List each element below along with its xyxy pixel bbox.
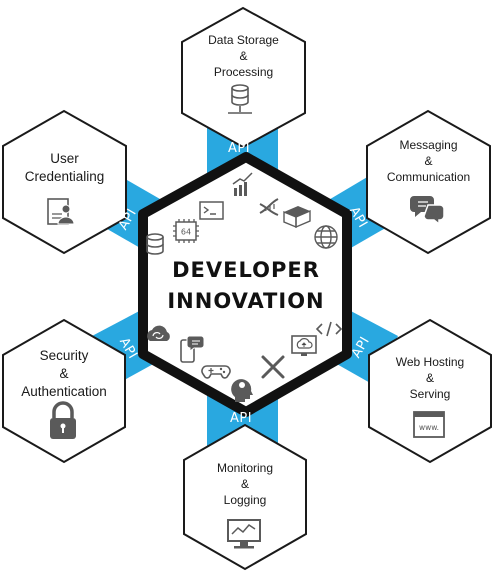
padlock-icon <box>50 401 76 439</box>
monitor-chart-icon <box>227 519 261 549</box>
browser-window-icon: www. <box>413 411 445 438</box>
node-messaging-label: Messaging & Communication <box>370 137 487 186</box>
node-monitoring-label: Monitoring & Logging <box>187 460 303 509</box>
center-title-line-1: DEVELOPER <box>172 258 320 282</box>
hex-web-hosting <box>368 318 492 464</box>
node-messaging-line-2: & <box>424 154 433 169</box>
cloud-upload-monitor-icon <box>291 335 317 356</box>
node-web-hosting-label: Web Hosting & Serving <box>372 354 488 403</box>
hex-data-storage <box>181 6 306 149</box>
chip-text: 64 <box>181 228 191 237</box>
gamepad-icon <box>201 365 231 379</box>
hex-messaging <box>366 109 491 255</box>
node-data-storage-line-1: Data Storage <box>208 33 279 47</box>
node-data-storage-label: Data Storage & Processing <box>186 32 301 81</box>
chat-bubbles-icon <box>410 196 445 226</box>
code-icon <box>315 321 343 337</box>
node-security-line-3: Authentication <box>21 384 107 400</box>
outer-hexagons <box>2 6 492 571</box>
terminal-icon <box>199 201 224 220</box>
center-title-line-2: INNOVATION <box>167 289 325 313</box>
hex-user-credentialing <box>2 109 127 255</box>
head-gears-icon <box>231 379 253 402</box>
cloud-sync-icon <box>147 325 170 341</box>
blocks-icon <box>283 206 311 229</box>
api-label-top: API <box>228 141 251 156</box>
node-web-hosting-line-3: Serving <box>409 387 451 402</box>
tools-icon <box>261 355 285 379</box>
mobile-chat-icon <box>180 335 205 363</box>
api-label-bottom: API <box>230 411 253 426</box>
chip-icon: 64 <box>173 219 199 243</box>
chart-icon <box>232 172 253 196</box>
node-security-line-1: Security <box>39 348 89 363</box>
node-user-credentialing-line-1: User <box>50 151 79 166</box>
browser-window-text: www. <box>419 423 439 432</box>
globe-icon <box>314 225 338 249</box>
node-web-hosting-line-1: Web Hosting <box>395 355 465 369</box>
hex-monitoring <box>183 423 307 571</box>
id-badge-icon <box>47 198 75 225</box>
node-monitoring-line-3: Logging <box>223 493 267 508</box>
database-icon <box>228 84 252 114</box>
node-security-line-2: & <box>59 366 69 382</box>
node-monitoring-line-2: & <box>240 477 249 492</box>
node-messaging-line-1: Messaging <box>399 138 458 152</box>
node-web-hosting-line-2: & <box>425 371 434 386</box>
center-database-icon <box>146 233 164 255</box>
node-data-storage-line-2: & <box>239 49 248 64</box>
node-data-storage-line-3: Processing <box>213 65 274 80</box>
node-user-credentialing-line-2: Credentialing <box>24 168 105 184</box>
node-user-credentialing-label: User Credentialing <box>4 150 125 185</box>
node-monitoring-line-1: Monitoring <box>216 461 274 475</box>
node-security-label: Security & Authentication <box>4 347 124 402</box>
node-messaging-line-3: Communication <box>386 170 471 185</box>
dna-icon <box>259 198 279 216</box>
hex-security <box>2 318 126 464</box>
